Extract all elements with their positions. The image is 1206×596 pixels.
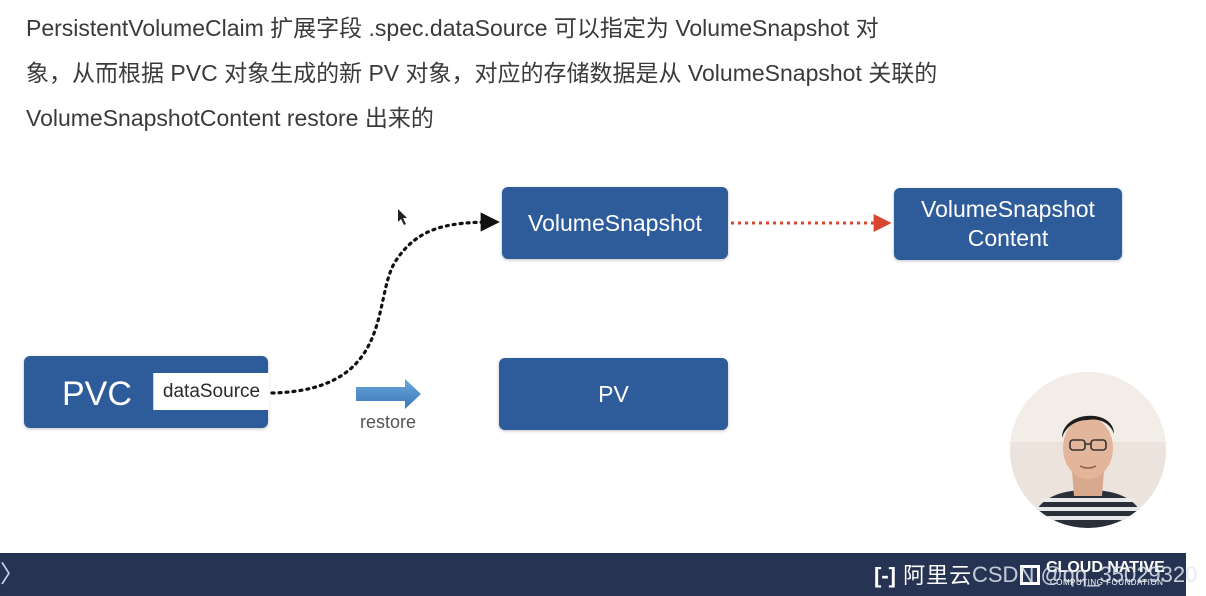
chevron-right-icon[interactable]: 〉 — [0, 561, 24, 588]
restore-arrow-icon — [356, 379, 421, 409]
alibaba-cloud-logo-text: 阿里云 — [903, 563, 973, 588]
datasource-tag: dataSource — [153, 373, 269, 410]
volume-snapshot-content-label-line2: Content — [967, 225, 1049, 251]
description-line: 象，从而根据 PVC 对象生成的新 PV 对象，对应的存储数据是从 Volume… — [26, 60, 938, 86]
volume-snapshot-box: VolumeSnapshot — [502, 187, 728, 259]
pvc-box: PVC dataSource — [24, 356, 269, 428]
watermark: CSDN @qq_35029320 — [972, 562, 1198, 587]
datasource-link — [270, 212, 500, 395]
alibaba-cloud-logo-mark: [-] — [874, 563, 896, 588]
pv-label: PV — [598, 380, 629, 407]
restore-label: restore — [359, 412, 417, 432]
mouse-cursor-icon — [398, 209, 407, 225]
cncf-logo-icon — [1020, 565, 1040, 585]
cncf-logo-subtext: COMPUTING FOUNDATION — [1050, 578, 1164, 587]
description-text: PersistentVolumeClaim 扩展字段 .spec.dataSou… — [26, 6, 1126, 141]
volume-snapshot-content-box: VolumeSnapshot Content — [894, 188, 1122, 260]
pvc-label: PVC — [62, 375, 132, 413]
description-line: PersistentVolumeClaim 扩展字段 .spec.dataSou… — [26, 15, 879, 41]
pv-box: PV — [499, 358, 728, 430]
cncf-logo-text: CLOUD NATIVE — [1046, 559, 1165, 576]
description-line: VolumeSnapshotContent restore 出来的 — [26, 105, 434, 131]
alibaba-cloud-logo: [-] 阿里云 — [874, 564, 972, 588]
volume-snapshot-label: VolumeSnapshot — [528, 209, 702, 236]
footer-bar: 〉 [-] 阿里云 CLOUD NATIVE COMPUTING FOUNDAT… — [0, 553, 1186, 596]
presenter-portrait — [1010, 372, 1166, 528]
presenter-video — [1010, 372, 1166, 528]
volume-snapshot-content-label-line1: VolumeSnapshot — [921, 196, 1095, 222]
